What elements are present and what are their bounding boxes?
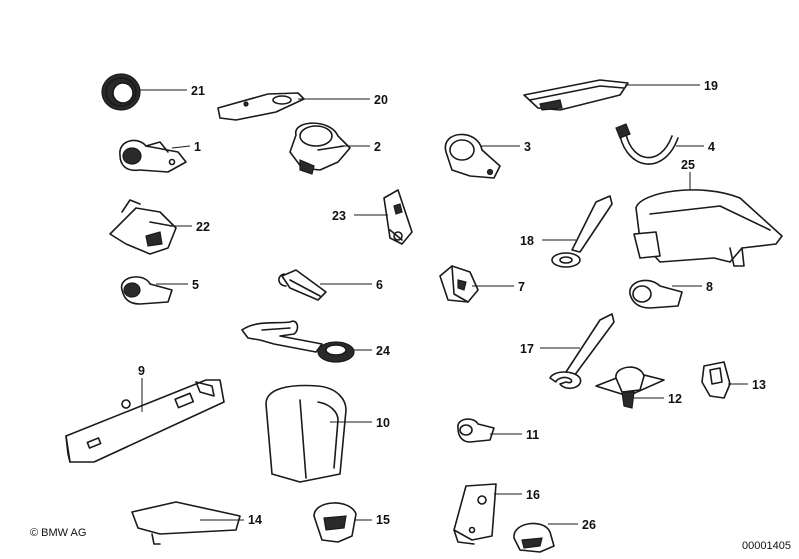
part-14-plate[interactable]: 14 <box>131 501 262 545</box>
callout-14: 14 <box>248 513 262 527</box>
part-8-clip[interactable]: 8 <box>629 279 713 309</box>
callout-25: 25 <box>681 158 695 172</box>
callout-17: 17 <box>520 342 534 356</box>
callout-2: 2 <box>374 140 381 154</box>
part-18-bracket[interactable]: 18 <box>520 195 613 268</box>
part-16-angle-bracket[interactable]: 16 <box>453 483 540 545</box>
part-19-clip[interactable]: 19 <box>523 79 718 111</box>
callout-1: 1 <box>194 140 201 154</box>
callout-19: 19 <box>704 79 718 93</box>
part-21-grommet[interactable]: 21 <box>101 73 205 111</box>
callout-24: 24 <box>376 344 390 358</box>
copyright-label: © BMW AG <box>30 527 87 539</box>
part-12-clip-plate[interactable]: 12 <box>595 366 682 409</box>
part-20-bracket[interactable]: 20 <box>217 92 388 121</box>
callout-18: 18 <box>520 234 534 248</box>
part-11-clip[interactable]: 11 <box>457 418 539 443</box>
part-25-cover[interactable]: 25 <box>633 158 783 267</box>
part-9-plate[interactable]: 9 <box>65 364 225 463</box>
callout-15: 15 <box>376 513 390 527</box>
part-10-cover[interactable]: 10 <box>265 384 390 483</box>
part-6-clip[interactable]: 6 <box>278 269 383 301</box>
part-24-fork-grommet[interactable]: 24 <box>241 320 390 363</box>
part-15-clip[interactable]: 15 <box>313 502 390 543</box>
callout-8: 8 <box>706 280 713 294</box>
part-22-clip[interactable]: 22 <box>109 199 210 255</box>
part-26-clip[interactable]: 26 <box>513 518 596 553</box>
callout-26: 26 <box>582 518 596 532</box>
callout-10: 10 <box>376 416 390 430</box>
callout-5: 5 <box>192 278 199 292</box>
part-5-clip[interactable]: 5 <box>121 276 199 305</box>
callout-3: 3 <box>524 140 531 154</box>
part-4-strap[interactable]: 4 <box>615 123 715 165</box>
callout-23: 23 <box>332 209 346 223</box>
part-1-cable-clip[interactable]: 1 <box>119 139 201 173</box>
callout-6: 6 <box>376 278 383 292</box>
part-13-clip[interactable]: 13 <box>701 361 766 399</box>
callout-20: 20 <box>374 93 388 107</box>
part-17-bracket[interactable]: 17 <box>520 313 615 390</box>
part-2-clamp[interactable]: 2 <box>289 122 381 175</box>
callout-4: 4 <box>708 140 715 154</box>
callout-22: 22 <box>196 220 210 234</box>
callout-12: 12 <box>668 392 682 406</box>
part-7-clip[interactable]: 7 <box>439 265 525 303</box>
callout-9: 9 <box>138 364 145 378</box>
part-23-clip[interactable]: 23 <box>332 189 413 245</box>
callout-21: 21 <box>191 84 205 98</box>
part-3-clip[interactable]: 3 <box>444 133 531 179</box>
callout-7: 7 <box>518 280 525 294</box>
callout-11: 11 <box>526 428 539 442</box>
callout-13: 13 <box>752 378 766 392</box>
document-number: 00001405 <box>742 540 791 552</box>
callout-16: 16 <box>526 488 540 502</box>
